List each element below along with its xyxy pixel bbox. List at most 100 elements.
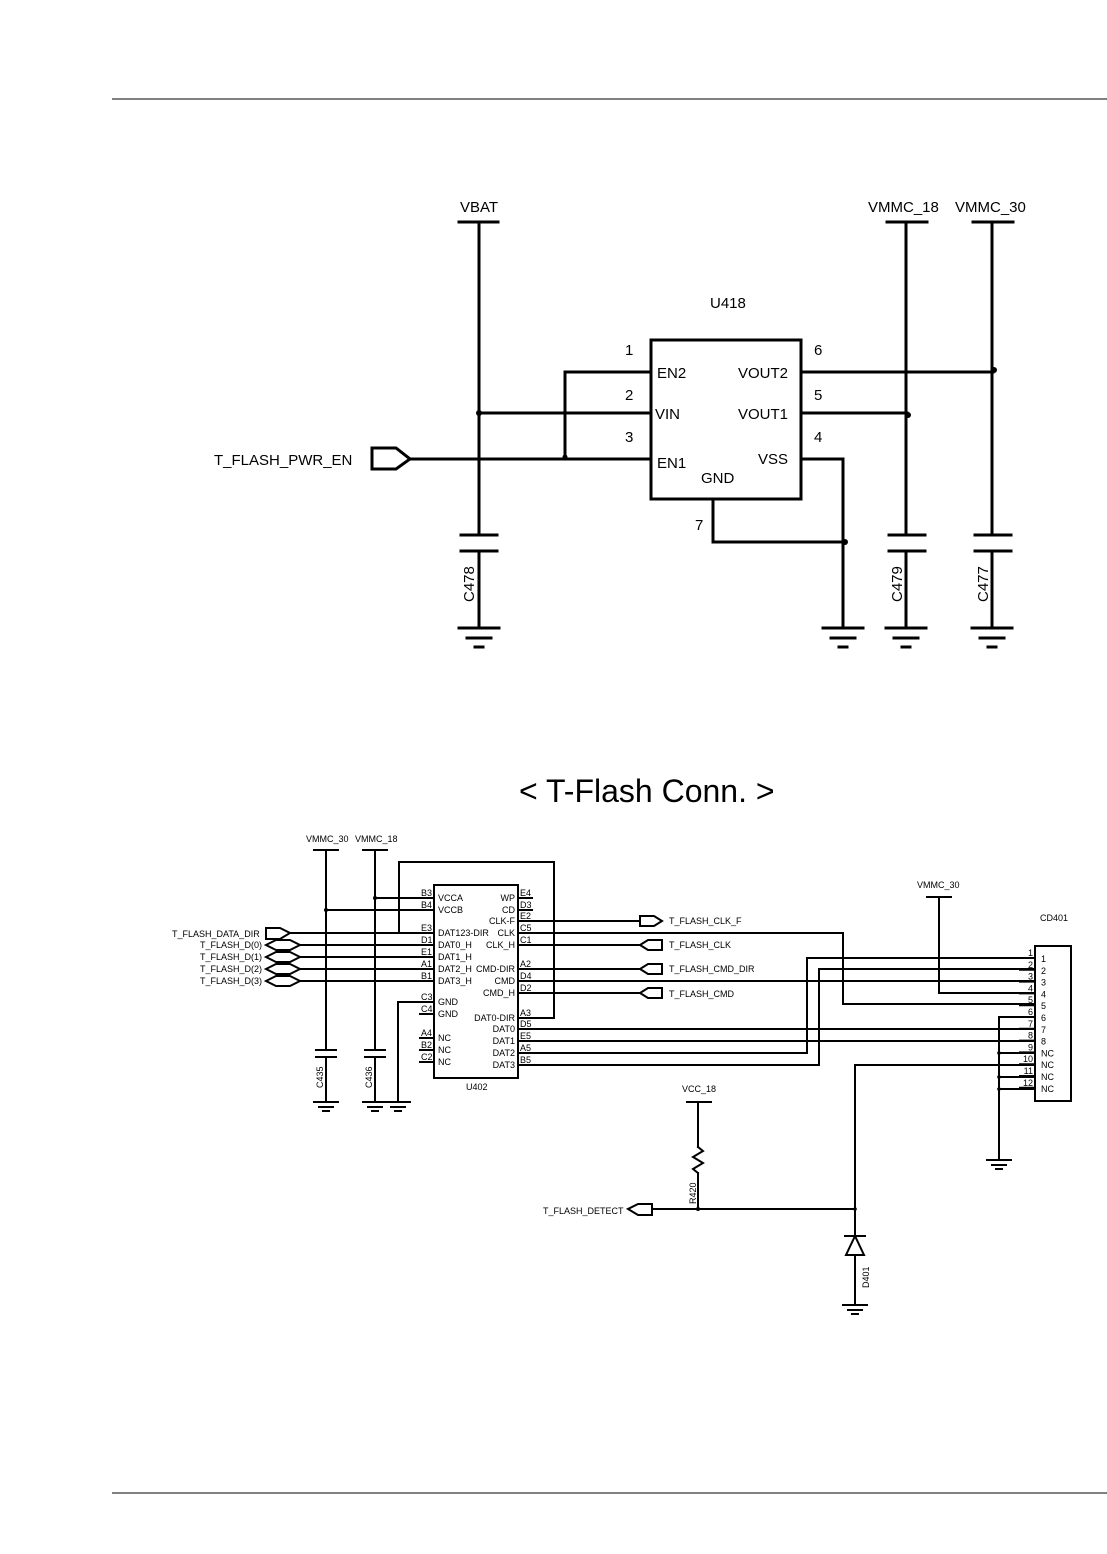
u402-pin-name: DAT3_H [438,976,472,986]
bidir-port-icon [263,963,303,975]
u402-ball-label: C5 [520,923,532,933]
u402-pin-name: DAT3 [493,1060,515,1070]
junction-dot [842,539,848,545]
pin-name: GND [701,470,735,487]
junction-dot [853,1207,857,1211]
cd401-pin-number: 12 [1023,1078,1033,1088]
c435-label: C435 [315,1066,325,1088]
u402-ball-label: C1 [520,935,532,945]
pin-name: VOUT2 [738,365,788,382]
u402-ball-label: D2 [520,983,532,993]
cd401-pin-name: NC [1041,1060,1054,1070]
u402-pin-name: VCCA [438,893,463,903]
cd401-pin-number: 5 [1028,995,1033,1005]
junction-dot [905,412,911,418]
u402-ball-label: A4 [421,1028,432,1038]
net-label: T_FLASH_D(1) [200,952,262,962]
pin-num: 1 [625,342,633,359]
u402-pin-name: CMD [495,976,516,986]
u402-pin-name: CMD_H [483,988,515,998]
ic-u418: U418 1 EN2 2 VIN 3 EN1 6 VOUT2 5 VOUT1 4… [625,295,822,534]
bidir-port-icon [263,951,303,963]
u402-pin-name: DAT1_H [438,952,472,962]
u402-pin-name: DAT1 [493,1036,515,1046]
u402-ball-label: E4 [520,888,531,898]
net-label: T_FLASH_CMD [669,989,735,999]
u402-pin-name: CLK_H [486,940,515,950]
u402-pin-name: DAT0-DIR [474,1013,515,1023]
cd401-pin-number: 8 [1028,1031,1033,1041]
pin-name: VIN [655,406,680,423]
u402-pin-name: DAT0_H [438,940,472,950]
u402-ball-label: C2 [421,1052,433,1062]
u402-pin-name: VCCB [438,905,463,915]
u402-pin-name: CLK [497,928,515,938]
capacitor-c435: C435 [313,1049,339,1112]
vmmc30-label-right: VMMC_30 [917,880,960,890]
r420-label: R420 [688,1182,698,1204]
u402-ball-label: E3 [421,923,432,933]
vmmc18-label: VMMC_18 [868,199,939,216]
ground-icon [884,626,928,649]
t-flash-detect-label: T_FLASH_DETECT [543,1206,624,1216]
u402-ball-label: D3 [520,900,532,910]
u402-pin-name: NC [438,1057,451,1067]
pin-name: EN1 [657,455,686,472]
junction-dot [324,908,328,912]
c477-label: C477 [975,566,992,602]
output-port-icon [265,927,293,940]
input-port-icon [638,963,663,975]
capacitor-c477: C477 [970,533,1014,649]
u402-ball-label: A5 [520,1043,531,1053]
u402-pin-name: GND [438,997,459,1007]
junction-dot [373,896,377,900]
u402-pin-name: NC [438,1033,451,1043]
junction-dot [562,454,568,460]
cd401-pin-name: 4 [1041,989,1046,999]
cd401-pin-name: 7 [1041,1025,1046,1035]
u402-pin-name: DAT0 [493,1024,515,1034]
c479-label: C479 [889,566,906,602]
left-net-ports: T_FLASH_DATA_DIR T_FLASH_D(0) T_FLASH_D(… [172,927,435,987]
junction-dot [997,1075,1001,1079]
c478-label: C478 [461,566,478,602]
u402-ref: U402 [466,1082,488,1092]
net-label: T_FLASH_D(3) [200,976,262,986]
input-port-icon [638,939,663,951]
junction-dot [997,1087,1001,1091]
pin-name: VSS [758,451,788,468]
input-port-icon [625,1203,653,1216]
pin-num: 7 [695,517,703,534]
junction-dot [991,367,997,373]
cd401-pin-number: 10 [1023,1054,1033,1064]
vcc18-label: VCC_18 [682,1084,716,1094]
cd401-pin-name: 2 [1041,966,1046,976]
cd401-pin-name: 1 [1041,954,1046,964]
d401-label: D401 [861,1266,871,1288]
ground-icon [842,1304,868,1315]
u402-ball-label: C4 [421,1004,433,1014]
cd401-pin-number: 4 [1028,983,1033,993]
u402-ball-label: E5 [520,1031,531,1041]
ground-icon [970,626,1014,649]
bidir-port-icon [263,939,303,951]
cd401-pin-number: 6 [1028,1007,1033,1017]
input-port-icon [370,446,413,471]
pin-num: 4 [814,429,822,446]
u402-ball-label: B2 [421,1040,432,1050]
u402-ball-label: B4 [421,900,432,910]
top-power-circuit: VBAT C478 T_FLASH_PWR_EN U418 1 [214,199,1026,649]
u402-ball-label: A1 [421,959,432,969]
diode-d401: D401 [842,1233,871,1315]
vmmc30-label: VMMC_30 [955,199,1026,216]
net-label: T_FLASH_D(2) [200,964,262,974]
pin-num: 3 [625,429,633,446]
bidir-port-icon [263,975,303,987]
u402-pin-name: WP [501,893,516,903]
u402-pin-name: CMD-DIR [476,964,515,974]
output-port-icon [639,915,664,927]
ground-icon [362,1101,388,1112]
u402-pin-name: GND [438,1009,459,1019]
